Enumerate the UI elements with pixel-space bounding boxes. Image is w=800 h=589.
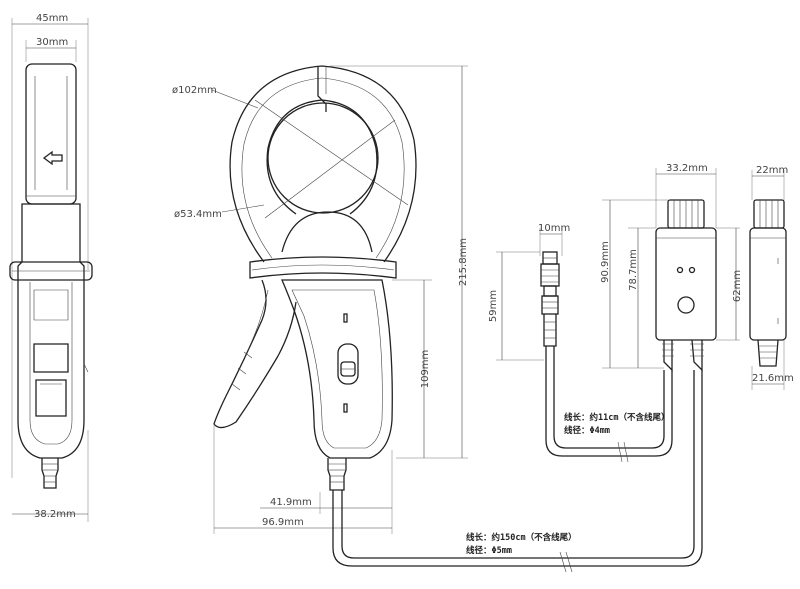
dim-jaw-outer: ø102mm: [172, 85, 217, 96]
arrow-icon: [42, 150, 63, 166]
dim-side-bottom-width: 38.2mm: [34, 509, 76, 520]
connector-view: 10mm 59mm 线长：约11cm（不含线尾） 线径：Φ4mm: [488, 223, 673, 463]
note-long-cable-diameter: 线径：Φ5mm: [466, 545, 512, 556]
led-indicator: [676, 266, 684, 274]
dim-total-width: 96.9mm: [262, 517, 304, 528]
dim-total-height: 215.8mm: [458, 238, 469, 286]
dim-box-side-height: 62mm: [732, 270, 743, 302]
dim-jaw-inner: ø53.4mm: [174, 209, 222, 220]
dim-box-height-total: 90.9mm: [600, 241, 611, 283]
converter-box-front: 33.2mm 90.9mm 78.7mm 62mm: [600, 163, 743, 372]
dim-box-side-top: 22mm: [756, 165, 788, 176]
dim-handle-height: 109mm: [420, 350, 431, 389]
dim-connector-width: 10mm: [538, 223, 570, 234]
converter-box-side: 22mm 21.6mm: [749, 165, 794, 390]
dim-connector-height: 59mm: [488, 290, 499, 322]
led-indicator: [688, 266, 696, 274]
note-long-cable-length: 线长：约150cm（不含线尾）: [466, 532, 577, 543]
power-button: [677, 296, 695, 314]
side-view: 45mm 30mm 38.2mm: [9, 13, 93, 522]
dim-box-width: 33.2mm: [666, 163, 708, 174]
dim-box-height-body: 78.7mm: [628, 249, 639, 291]
dim-handle-width: 41.9mm: [270, 497, 312, 508]
dim-side-width: 45mm: [36, 13, 68, 24]
dim-side-head-width: 30mm: [36, 37, 68, 48]
note-short-cable-length: 线长：约11cm（不含线尾）: [564, 412, 669, 423]
clamp-front-view: ø102mm ø53.4mm 215.8mm: [172, 65, 703, 573]
note-short-cable-diameter: 线径：Φ4mm: [564, 425, 610, 436]
dim-box-side-bottom: 21.6mm: [752, 373, 794, 384]
